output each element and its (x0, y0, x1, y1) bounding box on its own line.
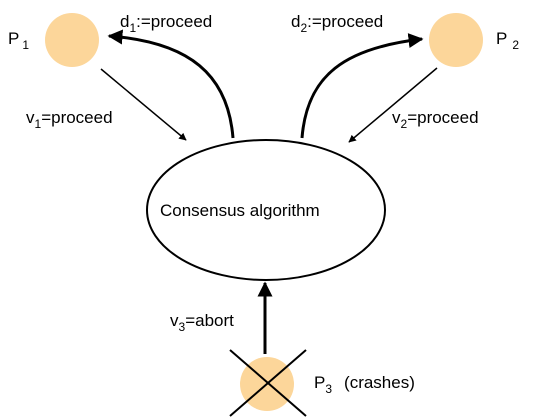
decision-label-d2: d2:=proceed (291, 12, 383, 35)
decision-arrow-p2 (300, 33, 424, 139)
decision-arrow-p1 (107, 29, 235, 139)
process-p2-circle (429, 13, 483, 67)
crash-cross-icon (229, 349, 307, 417)
process-p3-label: P3(crashes) (314, 373, 415, 396)
input-label-v1: v1=proceed (26, 108, 113, 131)
input-arrow-p2 (348, 67, 438, 143)
decision-label-d1: d1:=proceed (120, 12, 212, 35)
input-label-v2: v2=proceed (392, 108, 479, 131)
process-p1-circle (45, 13, 99, 67)
input-arrow-p1 (100, 68, 187, 141)
consensus-algorithm-label: Consensus algorithm (160, 201, 320, 220)
input-label-v3: v3=abort (170, 311, 234, 334)
consensus-algorithm-node (146, 139, 386, 281)
